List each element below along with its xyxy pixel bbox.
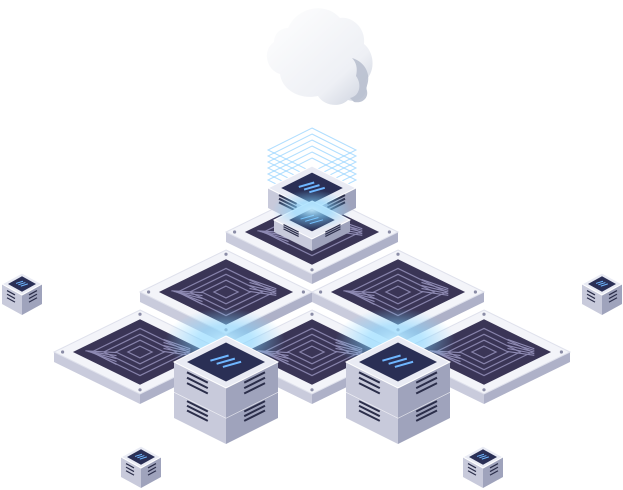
small-chips: [0, 272, 623, 488]
chip-icon: [0, 272, 44, 315]
server-right-upper: [344, 335, 452, 418]
chip-icon: [461, 445, 505, 488]
cloud-icon: [266, 8, 373, 105]
server-left-upper: [172, 335, 280, 418]
big-servers: [172, 335, 452, 444]
central-server-stack: [266, 127, 358, 251]
chip-icon: [119, 445, 163, 488]
chip-icon: [580, 272, 623, 315]
